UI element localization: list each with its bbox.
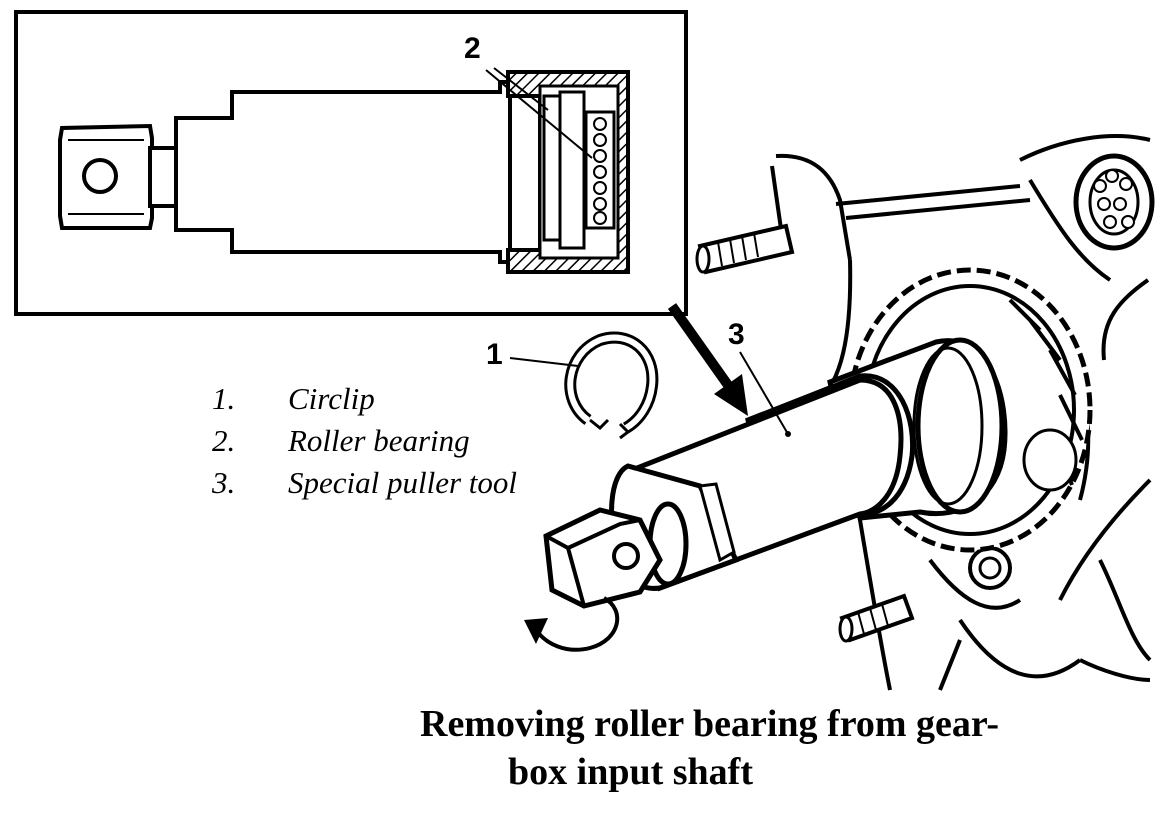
legend: 1. Circlip 2. Roller bearing 3. Special …	[212, 378, 517, 504]
callout-1-leader	[509, 357, 579, 367]
pointer-arrow	[667, 303, 748, 416]
legend-item: 2. Roller bearing	[212, 420, 517, 462]
callout-3-label: 3	[728, 318, 745, 351]
caption-line-2: box input shaft	[508, 751, 753, 793]
callout-3-leader	[739, 351, 789, 435]
inset-detail	[14, 10, 688, 316]
stud-upper	[695, 223, 795, 275]
inset-bolt-head	[58, 123, 154, 230]
legend-number: 3.	[212, 465, 236, 500]
legend-item: 1. Circlip	[212, 378, 517, 420]
callout-2-label: 2	[464, 32, 481, 65]
legend-text: Roller bearing	[288, 423, 470, 458]
stud-lower	[838, 593, 915, 643]
callout-1-label: 1	[486, 338, 503, 371]
inset-neck	[148, 146, 180, 208]
legend-text: Circlip	[288, 381, 375, 416]
figure-caption: Removing roller bearing from gear- box i…	[420, 700, 999, 796]
legend-item: 3. Special puller tool	[212, 462, 517, 504]
circlip	[509, 331, 659, 440]
callout-2-leader	[485, 69, 593, 159]
caption-line-1: Removing roller bearing from gear-	[420, 703, 1000, 745]
legend-text: Special puller tool	[288, 465, 518, 500]
casing-bearing	[1073, 153, 1155, 251]
casing-bolt	[968, 546, 1012, 590]
inset-jaw	[542, 94, 562, 242]
rotation-arrow-icon	[524, 596, 620, 652]
legend-number: 1.	[212, 381, 236, 416]
inset-roller-bearing	[584, 110, 616, 230]
legend-number: 2.	[212, 423, 236, 458]
puller-tool	[543, 337, 1008, 609]
